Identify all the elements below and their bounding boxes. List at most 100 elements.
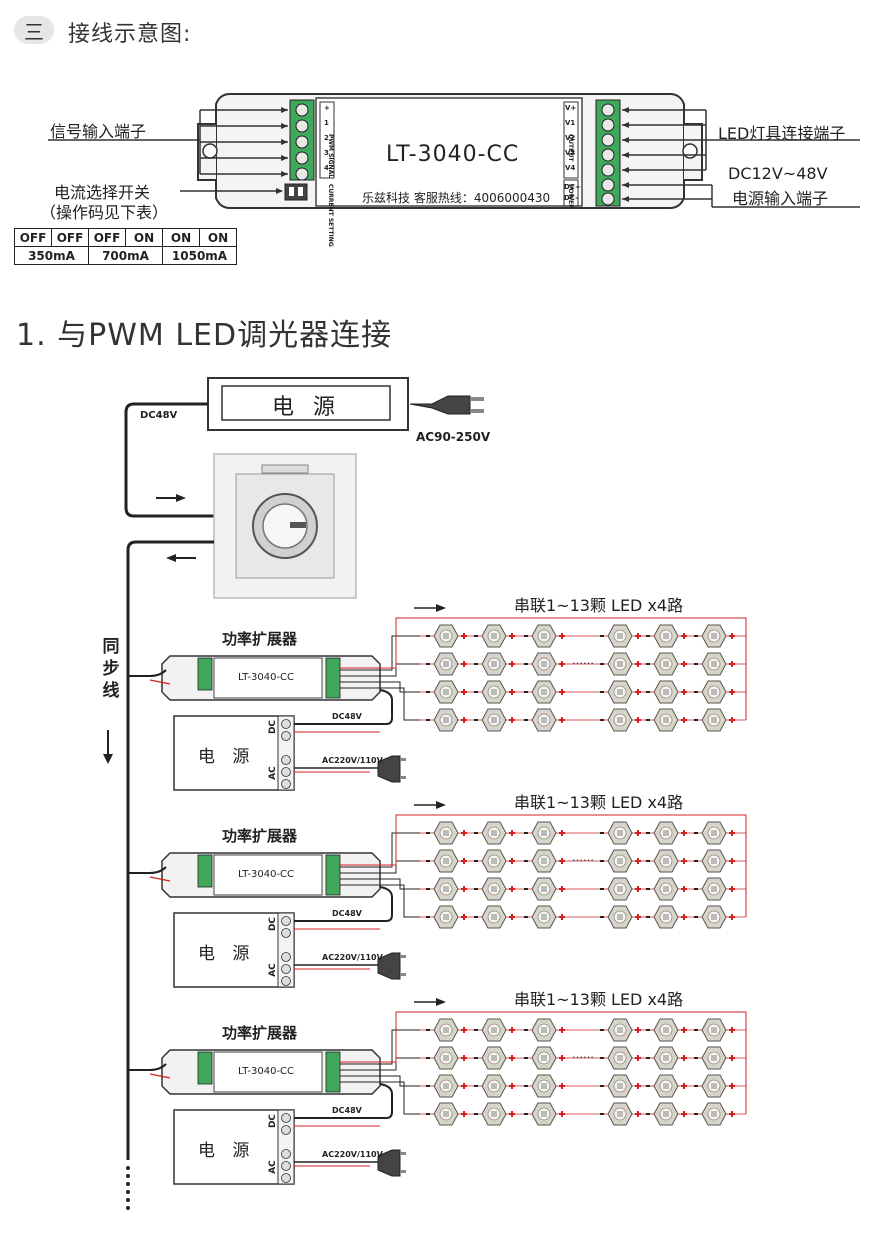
section1-title: 1. 与PWM LED调光器连接 bbox=[16, 318, 393, 353]
signal-pin-label: 4 bbox=[324, 164, 329, 172]
signal-pin-label: 1 bbox=[324, 119, 329, 127]
led-feed-wire bbox=[340, 1029, 420, 1065]
dimmer-knob-pointer bbox=[290, 522, 306, 528]
led-positive-wire bbox=[340, 1011, 747, 1114]
psu-terminal-screw bbox=[281, 916, 291, 926]
table-cell: 1050mA bbox=[162, 246, 237, 265]
led-string-label: 串联1~13颗 LED x4路 bbox=[514, 596, 684, 615]
led-die bbox=[711, 661, 717, 667]
led-feed-wire bbox=[340, 832, 420, 868]
table-cell: 700mA bbox=[88, 246, 163, 265]
led-die bbox=[491, 717, 497, 723]
power-pin-label: DC- bbox=[564, 194, 579, 202]
output-pin-label: V4 bbox=[565, 164, 576, 172]
continuation-dot bbox=[126, 1174, 130, 1178]
plug-pin bbox=[400, 1152, 406, 1155]
amplifier-model: LT-3040-CC bbox=[238, 672, 295, 683]
amplifier-panel bbox=[213, 854, 323, 896]
controller-hotline: 乐兹科技 客服热线：4006000430 bbox=[362, 191, 551, 205]
amplifier-input-terminal bbox=[197, 1051, 213, 1085]
plug-pin-2 bbox=[470, 409, 484, 413]
led-die bbox=[443, 830, 449, 836]
output-terminal-screws bbox=[601, 103, 615, 206]
led-die bbox=[491, 830, 497, 836]
plug-pin bbox=[400, 758, 406, 761]
amplifier-model: LT-3040-CC bbox=[238, 1066, 295, 1077]
current-switch-label: 电流选择开关 bbox=[54, 183, 151, 202]
led-die bbox=[711, 717, 717, 723]
flow-arrow-left bbox=[166, 554, 176, 562]
continuation-dot bbox=[126, 1206, 130, 1210]
sync-tap-wire-red bbox=[149, 1073, 171, 1079]
current-setting-table: OFF OFF OFF ON ON ON 350mA 700mA 1050mA bbox=[14, 228, 237, 265]
plug-pin bbox=[400, 955, 406, 958]
controller-diagram bbox=[48, 93, 860, 209]
flow-arrow-right bbox=[176, 494, 186, 502]
output-pin-label: V1 bbox=[565, 119, 576, 127]
signal-pin-label: 3 bbox=[324, 149, 329, 157]
led-die bbox=[617, 1083, 623, 1089]
led-die bbox=[443, 1083, 449, 1089]
led-feed-wire bbox=[340, 860, 420, 874]
led-die bbox=[443, 1027, 449, 1033]
led-die bbox=[443, 1111, 449, 1117]
led-positive-wire bbox=[340, 814, 747, 917]
psu-dc-label: DC bbox=[268, 916, 279, 932]
sync-arrow-head bbox=[103, 754, 113, 764]
psu-terminal-screw bbox=[281, 964, 291, 974]
led-die bbox=[663, 661, 669, 667]
psu-terminal-screw bbox=[281, 755, 291, 765]
led-die bbox=[663, 914, 669, 920]
psu-terminal-screw bbox=[281, 719, 291, 729]
led-die bbox=[541, 1083, 547, 1089]
led-die bbox=[617, 661, 623, 667]
amplifier-label: 功率扩展器 bbox=[222, 630, 298, 648]
psu-ac-label: AC bbox=[267, 963, 278, 977]
led-feed-wire bbox=[340, 1075, 420, 1087]
main-power-inner bbox=[221, 385, 391, 421]
led-die bbox=[443, 661, 449, 667]
amplifier-model: LT-3040-CC bbox=[238, 869, 295, 880]
led-die bbox=[443, 633, 449, 639]
signal-pin-label: + bbox=[324, 104, 330, 112]
signal-wire-arrows bbox=[276, 107, 288, 194]
led-die bbox=[491, 633, 497, 639]
dimmer-knob-inner bbox=[262, 503, 308, 549]
led-feed-wire bbox=[340, 884, 420, 918]
led-flow-arrow-head bbox=[436, 998, 446, 1006]
expander-unit bbox=[128, 801, 747, 988]
led-die bbox=[617, 886, 623, 892]
led-die bbox=[491, 661, 497, 667]
led-die bbox=[711, 858, 717, 864]
led-die bbox=[617, 1027, 623, 1033]
table-cell: OFF bbox=[14, 228, 52, 247]
led-die bbox=[541, 914, 547, 920]
psu-dc-wire bbox=[294, 1083, 393, 1119]
led-die bbox=[541, 830, 547, 836]
controller-model: LT-3040-CC bbox=[386, 142, 520, 167]
continuation-dot bbox=[126, 1190, 130, 1194]
led-die bbox=[617, 914, 623, 920]
led-feed-wire bbox=[340, 1081, 420, 1115]
led-die bbox=[491, 1055, 497, 1061]
psu-terminal-screw bbox=[281, 952, 291, 962]
led-die bbox=[541, 689, 547, 695]
led-die bbox=[541, 1027, 547, 1033]
led-die bbox=[443, 717, 449, 723]
led-feed-wire bbox=[340, 878, 420, 890]
output-pin-label: V2 bbox=[565, 134, 576, 142]
led-die bbox=[617, 633, 623, 639]
output-pin-label: V+ bbox=[565, 104, 577, 112]
led-die bbox=[541, 1111, 547, 1117]
led-string-label: 串联1~13颗 LED x4路 bbox=[514, 990, 684, 1009]
psu-dc-wire bbox=[294, 886, 393, 922]
led-die bbox=[617, 1055, 623, 1061]
psu-input-label: AC220V/110V bbox=[322, 756, 383, 765]
psu-terminal-screw bbox=[281, 1113, 291, 1123]
psu-input-label: AC220V/110V bbox=[322, 1150, 383, 1159]
led-die bbox=[617, 689, 623, 695]
led-die bbox=[663, 886, 669, 892]
led-die bbox=[491, 1083, 497, 1089]
led-die bbox=[663, 717, 669, 723]
psu-terminal-screw bbox=[281, 928, 291, 938]
